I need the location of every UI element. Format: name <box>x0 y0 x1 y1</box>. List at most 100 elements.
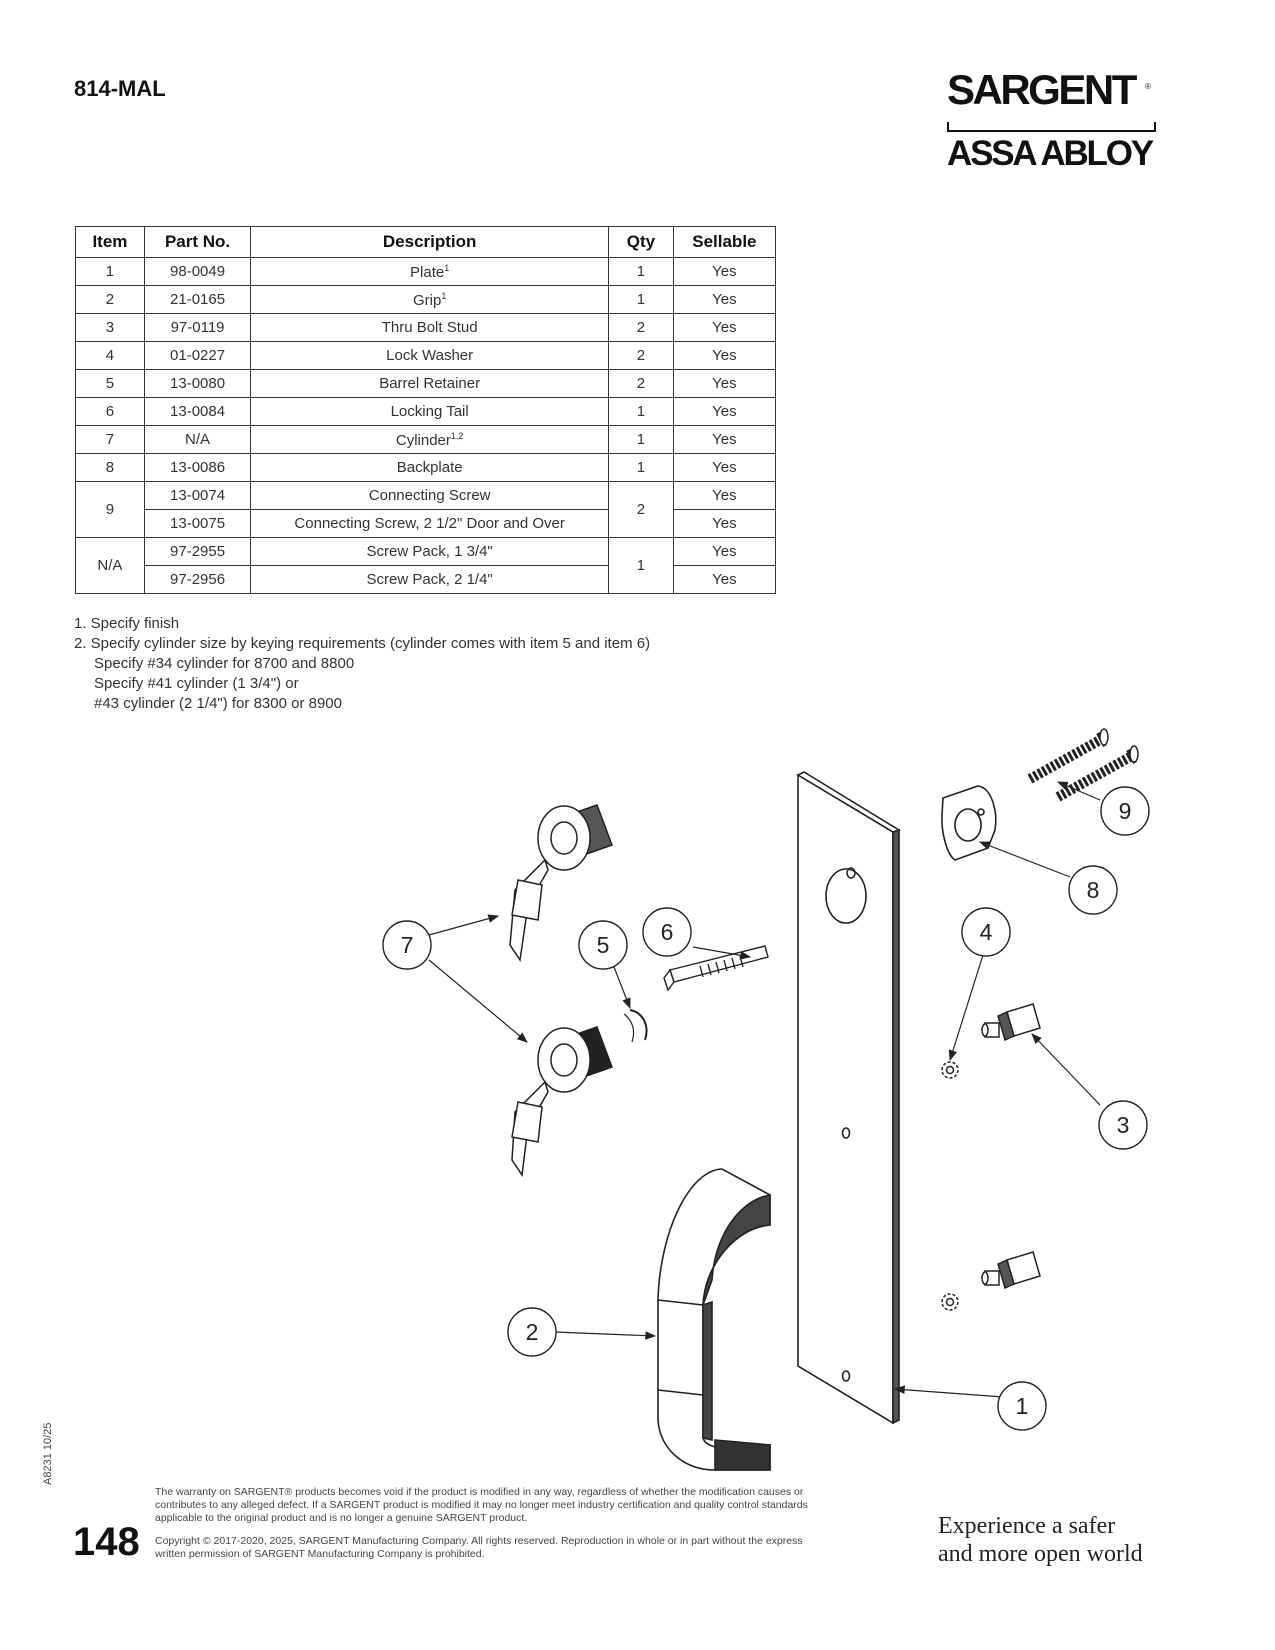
description-cell: Thru Bolt Stud <box>250 313 610 342</box>
tagline: Experience a safer and more open world <box>938 1512 1143 1568</box>
callout-8: 8 <box>1068 865 1118 915</box>
description-cell: Connecting Screw, 2 1/2" Door and Over <box>250 509 610 538</box>
barrel-retainer-drawing <box>623 1009 648 1043</box>
footnote-detail: Specify #34 cylinder for 8700 and 8800 <box>94 655 355 672</box>
table-row: 7 N/A Cylinder1,2 1 Yes <box>75 425 777 454</box>
sellable-cell: Yes <box>672 565 777 594</box>
item-cell: 7 <box>75 425 145 454</box>
callout-1: 1 <box>997 1381 1047 1431</box>
callout-5: 5 <box>578 920 628 970</box>
table-row: 4 01-0227 Lock Washer 2 Yes <box>75 341 777 370</box>
callout-3: 3 <box>1098 1100 1148 1150</box>
qty-cell: 1 <box>608 537 674 594</box>
svg-text:3: 3 <box>1117 1112 1130 1138</box>
warranty-text: The warranty on SARGENT® products become… <box>155 1486 808 1524</box>
logo-bracket <box>947 122 1156 132</box>
svg-text:2: 2 <box>526 1319 539 1345</box>
callout-9: 9 <box>1100 786 1150 836</box>
callout-2: 2 <box>507 1307 557 1357</box>
svg-text:6: 6 <box>661 919 674 945</box>
item-cell: 2 <box>75 285 145 314</box>
part-number-cell: N/A <box>143 425 252 454</box>
footnote: 2. Specify cylinder size by keying requi… <box>74 635 651 652</box>
page-number: 148 <box>73 1520 140 1564</box>
table-header-row: Item Part No. Description Qty Sellable <box>75 226 777 258</box>
callout-4: 4 <box>961 907 1011 957</box>
brand-name: SARGENT <box>947 66 1137 113</box>
description-cell: Barrel Retainer <box>250 369 610 398</box>
thru-bolt-stud-drawing <box>981 1003 1041 1290</box>
lock-washer-drawing <box>941 1061 959 1311</box>
table-row: 6 13-0084 Locking Tail 1 Yes <box>75 397 777 426</box>
qty-cell: 1 <box>608 285 674 314</box>
document-code: A8231 10/25 <box>42 1422 54 1485</box>
parent-brand-name: ASSA ABLOY <box>947 134 1154 173</box>
sellable-cell: Yes <box>672 397 777 426</box>
footnote-detail: Specify #41 cylinder (1 3/4") or <box>94 675 299 692</box>
footnote-detail: #43 cylinder (2 1/4") for 8300 or 8900 <box>94 695 342 712</box>
svg-text:7: 7 <box>401 932 414 958</box>
connecting-screw-drawing <box>1027 728 1139 802</box>
plate-drawing <box>796 771 901 1425</box>
description-cell: Connecting Screw <box>250 481 610 510</box>
qty-cell: 2 <box>608 313 674 342</box>
svg-text:1: 1 <box>1016 1393 1029 1419</box>
model-title: 814-MAL <box>74 76 166 101</box>
callout-6: 6 <box>642 907 692 957</box>
part-number-cell: 97-0119 <box>143 313 252 342</box>
sellable-cell: Yes <box>672 537 777 566</box>
svg-text:4: 4 <box>980 919 993 945</box>
part-number-cell: 01-0227 <box>143 341 252 370</box>
copyright-text: Copyright © 2017-2020, 2025, SARGENT Man… <box>155 1535 803 1560</box>
table-row: 13-0075 Connecting Screw, 2 1/2" Door an… <box>76 509 777 538</box>
description-cell: Locking Tail <box>250 397 610 426</box>
leader-lines <box>428 781 1101 1398</box>
sellable-cell: Yes <box>672 313 777 342</box>
part-number-cell: 13-0086 <box>143 453 252 482</box>
cylinder-drawing <box>509 804 613 1178</box>
sellable-cell: Yes <box>672 509 777 538</box>
part-number-cell: 13-0074 <box>143 481 252 510</box>
description-cell: Plate1 <box>250 257 610 286</box>
table-row: 5 13-0080 Barrel Retainer 2 Yes <box>75 369 777 398</box>
svg-text:8: 8 <box>1087 877 1100 903</box>
sellable-cell: Yes <box>672 369 777 398</box>
footnotes: 1. Specify finish 2. Specify cylinder si… <box>74 614 650 714</box>
part-number-cell: 97-2956 <box>143 565 252 594</box>
tagline-line: and more open world <box>938 1541 1143 1567</box>
item-cell: 6 <box>75 397 145 426</box>
sargent-assa-abloy-logo: SARGENT ® ASSA ABLOY <box>945 66 1160 186</box>
sellable-cell: Yes <box>672 453 777 482</box>
part-number-cell: 13-0080 <box>143 369 252 398</box>
qty-cell: 1 <box>608 257 674 286</box>
table-row: 3 97-0119 Thru Bolt Stud 2 Yes <box>75 313 777 342</box>
description-cell: Screw Pack, 2 1/4" <box>250 565 610 594</box>
description-cell: Backplate <box>250 453 610 482</box>
column-header: Part No. <box>143 226 252 258</box>
item-cell: N/A <box>75 537 145 594</box>
table-row: 97-2956 Screw Pack, 2 1/4" Yes <box>76 565 777 594</box>
callout-7: 7 <box>382 920 432 970</box>
table-row: 8 13-0086 Backplate 1 Yes <box>75 453 777 482</box>
svg-text:9: 9 <box>1119 798 1132 824</box>
sellable-cell: Yes <box>672 257 777 286</box>
tagline-line: Experience a safer <box>938 1513 1116 1539</box>
table-row: 9 13-0074 Connecting Screw 2 Yes <box>75 481 777 538</box>
grip-drawing <box>657 1168 771 1471</box>
item-cell: 5 <box>75 369 145 398</box>
table-row: 1 98-0049 Plate1 1 Yes <box>75 257 777 286</box>
table-row: 2 21-0165 Grip1 1 Yes <box>75 285 777 314</box>
part-number-cell: 21-0165 <box>143 285 252 314</box>
part-number-cell: 13-0075 <box>143 509 252 538</box>
description-cell: Grip1 <box>250 285 610 314</box>
column-header: Sellable <box>672 226 777 258</box>
sellable-cell: Yes <box>672 481 777 510</box>
parts-table: Item Part No. Description Qty Sellable 1… <box>75 226 777 594</box>
qty-cell: 2 <box>608 369 674 398</box>
item-cell: 8 <box>75 453 145 482</box>
sellable-cell: Yes <box>672 425 777 454</box>
registered-mark: ® <box>1145 82 1151 91</box>
backplate-drawing <box>941 785 997 861</box>
qty-cell: 1 <box>608 425 674 454</box>
